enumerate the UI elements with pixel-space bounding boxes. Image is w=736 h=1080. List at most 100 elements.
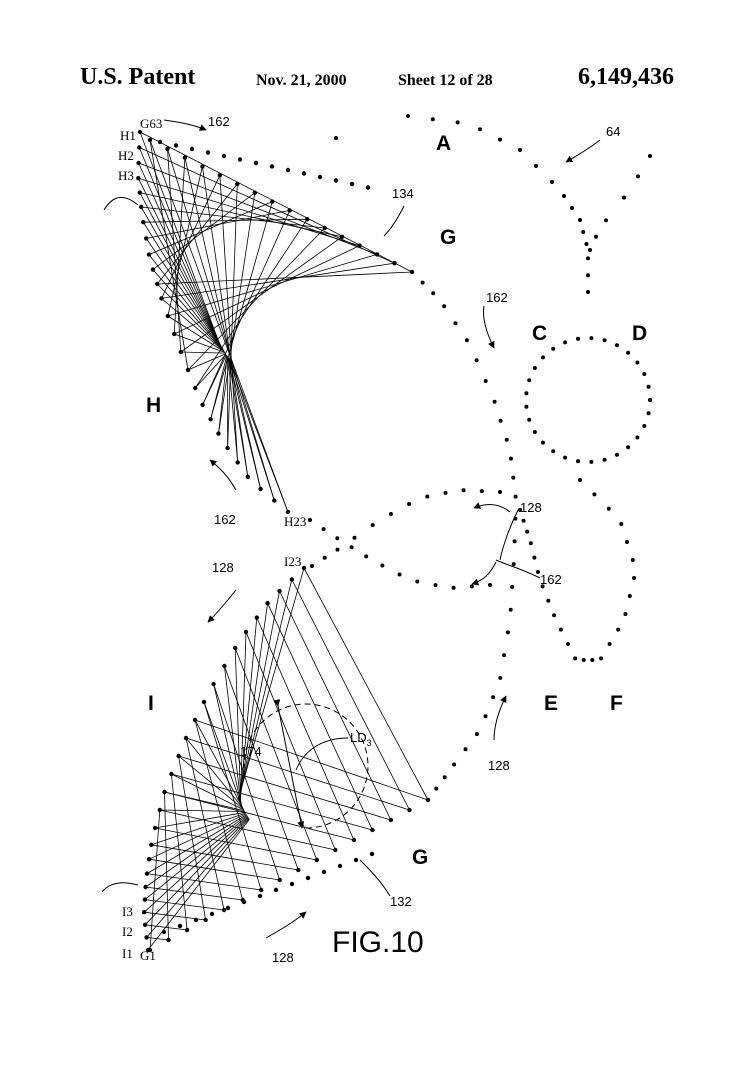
fan-string bbox=[194, 719, 244, 901]
lower-string-fan bbox=[143, 567, 429, 951]
fan-string bbox=[194, 719, 243, 808]
outline-dot bbox=[616, 627, 621, 632]
dotted-outlines bbox=[308, 114, 652, 802]
fan-string bbox=[145, 886, 243, 901]
fan-string bbox=[239, 603, 268, 803]
outline-dot bbox=[433, 583, 438, 588]
peg-dot bbox=[157, 807, 162, 813]
peg-dot bbox=[169, 771, 174, 777]
outline-dot bbox=[434, 786, 439, 791]
outline-dot bbox=[453, 321, 458, 326]
outline-dot bbox=[525, 529, 530, 534]
outline-dot bbox=[635, 360, 640, 365]
fan-string bbox=[152, 192, 256, 270]
outline-dot bbox=[562, 194, 566, 198]
peg-dot bbox=[301, 171, 307, 176]
peg-dot bbox=[277, 588, 282, 594]
outline-dot bbox=[626, 445, 631, 450]
peg-dot bbox=[201, 699, 207, 705]
peg-dot bbox=[165, 313, 170, 319]
outline-dot bbox=[541, 440, 545, 445]
peg-dot bbox=[254, 615, 259, 620]
fan-string bbox=[167, 166, 203, 317]
point-label-h23: H23 bbox=[284, 514, 306, 529]
outline-dot bbox=[630, 558, 635, 562]
sheet-number: Sheet 12 of 28 bbox=[398, 72, 493, 89]
outline-dot bbox=[589, 336, 594, 341]
fan-string bbox=[152, 269, 224, 351]
point-label-h2: H2 bbox=[118, 148, 134, 163]
peg-dot bbox=[137, 190, 142, 195]
outline-dot bbox=[511, 475, 516, 480]
outline-dot bbox=[352, 535, 357, 540]
outline-dot bbox=[483, 714, 488, 719]
outline-dot bbox=[513, 494, 518, 499]
region-label-e: E bbox=[544, 692, 558, 715]
outline-dot bbox=[552, 613, 557, 618]
peg-dot bbox=[301, 565, 307, 571]
outline-dot bbox=[540, 584, 545, 589]
peg-dot bbox=[241, 899, 247, 905]
outline-dot bbox=[474, 732, 479, 737]
fan-string bbox=[151, 844, 299, 871]
fan-string bbox=[155, 811, 246, 829]
peg-dot bbox=[141, 220, 146, 225]
peg-dot bbox=[285, 509, 291, 515]
outline-dot bbox=[308, 518, 312, 522]
outline-dot bbox=[586, 273, 590, 278]
peg-dot bbox=[287, 208, 292, 213]
peg-dot bbox=[200, 164, 205, 169]
fan-string bbox=[303, 567, 429, 801]
outline-dot bbox=[461, 488, 466, 493]
peg-dot bbox=[162, 789, 167, 795]
outline-dot bbox=[563, 340, 568, 345]
peg-dot bbox=[203, 917, 208, 923]
outline-dot bbox=[589, 459, 594, 464]
fan-string bbox=[142, 221, 223, 349]
outline-dot bbox=[406, 114, 410, 118]
fan-string bbox=[194, 353, 227, 389]
outline-dot bbox=[451, 585, 456, 590]
peg-dot bbox=[317, 174, 323, 180]
peg-dot bbox=[365, 185, 371, 190]
peg-dot bbox=[142, 910, 147, 915]
fan-string bbox=[139, 131, 413, 273]
peg-dot bbox=[353, 857, 359, 863]
ref-128-left: 128 bbox=[212, 560, 234, 575]
outline-dot bbox=[397, 572, 402, 577]
peg-dot bbox=[157, 139, 163, 145]
outline-dot bbox=[502, 653, 507, 658]
fan-string bbox=[159, 809, 336, 851]
peg-dot bbox=[161, 929, 167, 935]
outline-dot bbox=[588, 248, 592, 252]
fan-string bbox=[137, 178, 222, 347]
peg-dot bbox=[296, 867, 301, 873]
fan-string bbox=[194, 218, 308, 389]
outline-dot bbox=[532, 555, 537, 560]
fan-string bbox=[256, 617, 355, 841]
outline-dot bbox=[491, 695, 496, 700]
peg-dot bbox=[339, 234, 345, 239]
peg-dot bbox=[152, 825, 158, 831]
fan-string bbox=[234, 647, 242, 805]
peg-dot bbox=[388, 817, 394, 823]
fan-string bbox=[156, 183, 238, 285]
outline-dot bbox=[604, 218, 608, 223]
fan-string bbox=[171, 773, 188, 931]
outline-dot bbox=[576, 459, 580, 464]
peg-dot bbox=[143, 884, 148, 890]
outline-dot bbox=[431, 291, 436, 296]
outline-dot bbox=[425, 494, 430, 499]
peg-dot bbox=[184, 927, 190, 933]
region-label-c: C bbox=[532, 322, 547, 345]
fan-string bbox=[239, 617, 258, 804]
outline-dot bbox=[442, 304, 447, 309]
outline-dot bbox=[550, 180, 554, 184]
leader-lines bbox=[101, 119, 601, 939]
outline-dot bbox=[602, 457, 607, 462]
ref-128-lower: 128 bbox=[488, 758, 510, 773]
fan-string bbox=[171, 773, 373, 831]
peg-dot bbox=[200, 402, 205, 407]
outline-dot bbox=[527, 417, 532, 422]
fan-string bbox=[185, 737, 244, 809]
